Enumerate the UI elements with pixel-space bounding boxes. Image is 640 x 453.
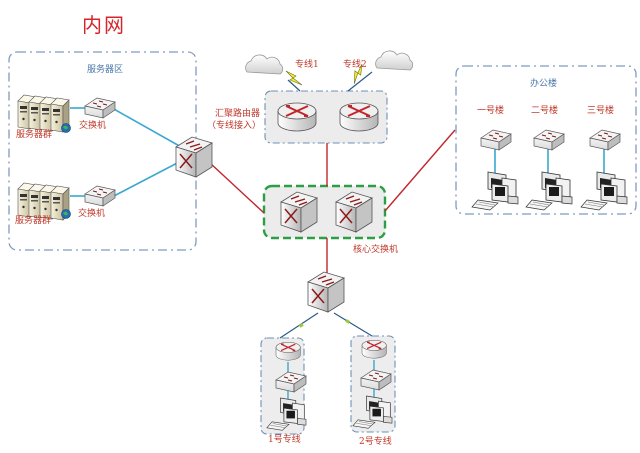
- cloud-icon: [375, 50, 414, 71]
- wan-line-2-label: 专线2: [343, 60, 367, 70]
- link-server-switch-2: [111, 159, 184, 198]
- aggregation-router-2: [339, 102, 379, 132]
- server-group-1: [17, 94, 71, 133]
- building-2-label: 二号楼: [531, 106, 559, 116]
- link-wan-2: [347, 71, 373, 92]
- office-workstations-3: [580, 171, 628, 211]
- server-group-2-label: 服务器群: [15, 216, 52, 226]
- office-workstations-2: [525, 171, 573, 211]
- building-3-label: 三号楼: [587, 106, 615, 116]
- wan-line-1-label: 专线1: [295, 60, 319, 70]
- server-switch-2: [84, 185, 116, 207]
- lightning-icon: [285, 70, 303, 86]
- building-1-label: 一号楼: [477, 106, 505, 116]
- office-zone-title: 办公楼: [530, 79, 558, 89]
- link-wan-1: [287, 79, 301, 92]
- office-switch-2: [533, 129, 565, 151]
- office-zone-boundary: [455, 65, 637, 215]
- access-switch: [307, 271, 345, 313]
- cloud-icon: [245, 54, 284, 75]
- server-switch-1: [84, 97, 116, 119]
- aggregation-router-1: [277, 102, 317, 132]
- server-group-2: [17, 182, 71, 221]
- link-server-switch-1: [111, 107, 184, 149]
- branch-2-label: 2号专线: [359, 437, 392, 447]
- branch-1-router: [275, 341, 301, 361]
- links: [70, 71, 605, 402]
- link-access-branch-2: [333, 312, 373, 337]
- aggregation-router-sublabel: （专线接入）: [207, 121, 262, 131]
- server-switch-2-label: 交换机: [78, 209, 106, 219]
- office-switch-1: [480, 129, 512, 151]
- link-distribution-core: [209, 162, 265, 214]
- server-switch-1-label: 交换机: [79, 121, 107, 131]
- office-workstations-1: [471, 171, 519, 211]
- office-switch-3: [589, 129, 621, 151]
- wan-marker-2: [345, 319, 351, 324]
- wan-marker-1: [298, 323, 304, 328]
- server-zone-title: 服务器区: [87, 65, 124, 75]
- link-core-office: [384, 129, 456, 212]
- branch-1-label: 1号专线: [268, 435, 301, 445]
- aggregation-router-label: 汇聚路由器: [215, 109, 261, 119]
- core-switch-label: 核心交换机: [353, 245, 399, 255]
- server-group-1-label: 服务器群: [16, 130, 53, 140]
- distribution-switch: [175, 136, 213, 178]
- branch-2-router: [361, 339, 387, 359]
- page-title: 内网: [82, 13, 126, 37]
